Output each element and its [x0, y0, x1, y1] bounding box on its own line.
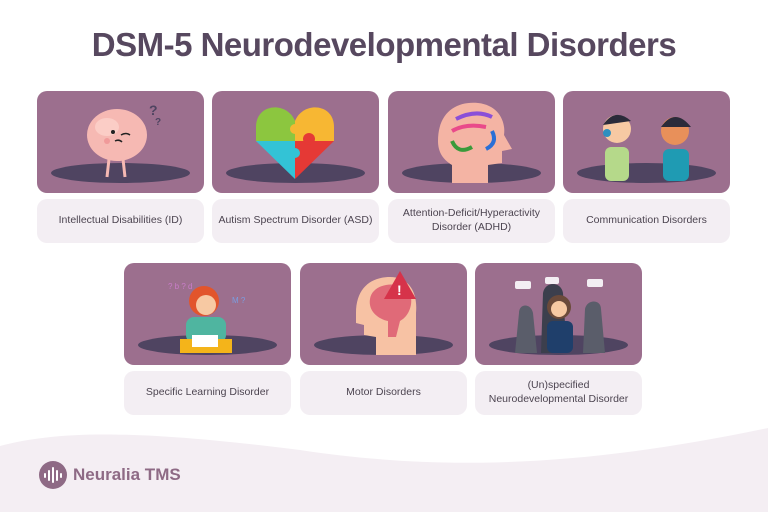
card-adhd: Attention-Deficit/Hyperactivity Disorder…	[388, 91, 555, 243]
card-label: Specific Learning Disorder	[124, 371, 291, 415]
svg-text:? b ? d: ? b ? d	[168, 282, 192, 291]
svg-text:M ?: M ?	[232, 296, 246, 305]
card-image: ? b ? d M ?	[124, 263, 291, 365]
card-image: ? ?	[37, 91, 204, 193]
card-motor: ! Motor Disorders	[300, 263, 467, 415]
card-label: (Un)specified Neurodevelopmental Disorde…	[475, 371, 642, 415]
card-label: Intellectual Disabilities (ID)	[37, 199, 204, 243]
card-label: Communication Disorders	[563, 199, 730, 243]
head-arrows-icon	[438, 102, 512, 183]
children-talking-icon	[603, 114, 691, 181]
card-label: Motor Disorders	[300, 371, 467, 415]
confused-brain-icon: ? ?	[87, 102, 161, 178]
head-warning-icon: !	[356, 271, 417, 355]
anxious-woman-crowd-icon	[515, 277, 605, 353]
page-title: DSM-5 Neurodevelopmental Disorders	[91, 26, 677, 63]
card-unspecified: (Un)specified Neurodevelopmental Disorde…	[475, 263, 642, 415]
card-image	[212, 91, 379, 193]
girl-studying-icon: ? b ? d M ?	[168, 282, 246, 353]
card-intellectual-disabilities: ? ? Intellectual Disabilities (ID)	[37, 91, 204, 243]
card-autism-spectrum: Autism Spectrum Disorder (ASD)	[212, 91, 379, 243]
card-image	[475, 263, 642, 365]
svg-text:!: !	[397, 282, 402, 298]
card-communication: Communication Disorders	[563, 91, 730, 243]
svg-text:?: ?	[155, 117, 161, 128]
brand-logo[interactable]: Neuralia TMS	[39, 461, 181, 489]
brand-name: Neuralia TMS	[73, 465, 181, 484]
svg-text:?: ?	[149, 102, 158, 118]
card-image: !	[300, 263, 467, 365]
card-specific-learning: ? b ? d M ? Specific Learning Disorder	[124, 263, 291, 415]
footer-wave	[0, 428, 768, 512]
card-label: Autism Spectrum Disorder (ASD)	[212, 199, 379, 243]
puzzle-heart-icon	[256, 107, 334, 179]
card-image	[563, 91, 730, 193]
card-image	[388, 91, 555, 193]
soundwave-logo-icon	[39, 461, 67, 489]
card-label: Attention-Deficit/Hyperactivity Disorder…	[388, 199, 555, 243]
